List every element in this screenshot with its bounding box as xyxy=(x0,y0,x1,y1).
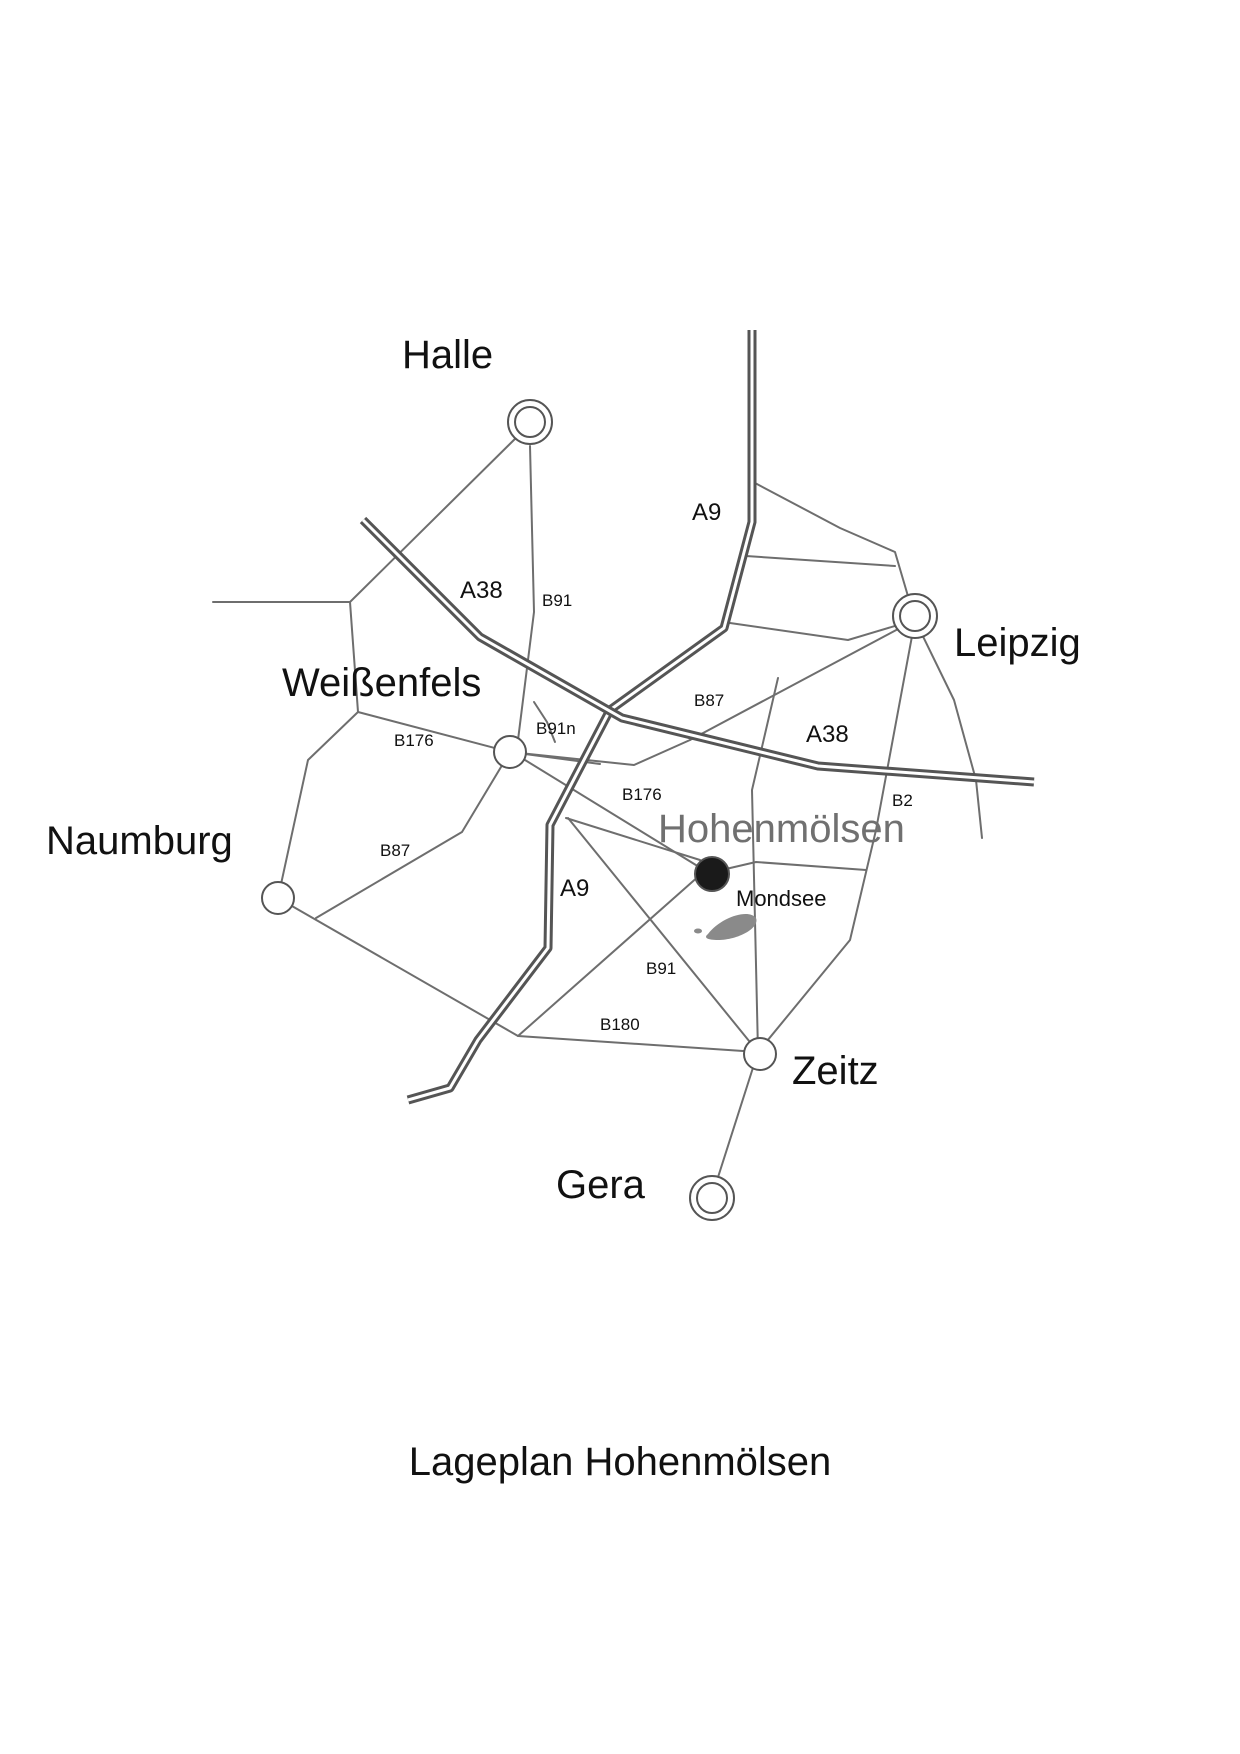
city-markers xyxy=(261,399,938,1221)
road-a9-leipzig-1 xyxy=(745,555,896,567)
road-mondsee-sw xyxy=(517,874,701,1037)
road-b91-north xyxy=(517,445,535,741)
label-b91-south: B91 xyxy=(646,959,676,978)
motorway-a38-inner xyxy=(361,518,1035,784)
lake-islet xyxy=(694,928,702,934)
road-b91n xyxy=(533,701,556,743)
road-b2 xyxy=(757,619,916,1053)
label-leipzig: Leipzig xyxy=(954,621,1081,665)
road-hohen-north xyxy=(751,677,779,1053)
city-labels: Halle Leipzig Weißenfels Naumburg Hohenm… xyxy=(46,333,1081,1207)
road-a9-leipzig-north xyxy=(754,482,916,621)
motorway-a9-inner xyxy=(407,330,754,1102)
map-caption: Lageplan Hohenmölsen xyxy=(408,1440,832,1484)
road-b91-south xyxy=(567,817,759,1053)
motorway-a9 xyxy=(406,330,757,1105)
label-b2: B2 xyxy=(892,791,913,810)
label-mondsee: Mondsee xyxy=(736,886,827,911)
road-leipzig-south xyxy=(914,619,983,839)
label-hohenmoelsen: Hohenmölsen xyxy=(658,807,905,851)
zeitz-marker xyxy=(743,1037,777,1071)
hohenmoelsen-marker xyxy=(694,856,730,892)
road-b180 xyxy=(517,1035,759,1053)
leipzig-marker-inner xyxy=(899,600,931,632)
gera-marker-inner xyxy=(696,1182,728,1214)
road-b180-west xyxy=(277,897,519,1037)
road-weiss-east xyxy=(509,739,691,766)
label-b87-south: B87 xyxy=(380,841,410,860)
mondsee-lake xyxy=(694,913,757,940)
road-zeitz-gera xyxy=(711,1051,759,1197)
road-b176-west xyxy=(357,711,511,753)
label-gera: Gera xyxy=(556,1163,646,1207)
label-b91n: B91n xyxy=(536,719,576,738)
label-b180: B180 xyxy=(600,1015,640,1034)
weissenfels-marker xyxy=(493,735,527,769)
motorways xyxy=(359,330,1035,1105)
label-a9-south: A9 xyxy=(560,875,589,902)
label-a9-north: A9 xyxy=(692,499,721,526)
secondary-roads xyxy=(212,429,983,1197)
road-naumburg-north xyxy=(277,711,359,899)
naumburg-marker xyxy=(261,881,295,915)
road-a9-leipzig-2 xyxy=(729,619,916,641)
road-labels: A9 A9 A38 A38 B91 B91 B91n B87 B87 B176 … xyxy=(380,499,913,1034)
label-b176-east: B176 xyxy=(622,785,662,804)
label-weissenfels: Weißenfels xyxy=(282,661,481,705)
road-b87-leipzig xyxy=(689,619,916,741)
label-b91-north: B91 xyxy=(542,591,572,610)
road-b87-weiss-naumburg xyxy=(315,751,511,919)
halle-marker-inner xyxy=(514,406,546,438)
label-a38-east: A38 xyxy=(806,721,849,748)
label-a38-west: A38 xyxy=(460,577,503,604)
label-b87-north: B87 xyxy=(694,691,724,710)
label-b176-west: B176 xyxy=(394,731,434,750)
label-zeitz: Zeitz xyxy=(792,1049,879,1093)
lake-shape xyxy=(706,913,757,940)
label-naumburg: Naumburg xyxy=(46,819,233,863)
label-halle: Halle xyxy=(402,333,493,377)
road-weiss-hohen xyxy=(565,817,701,861)
